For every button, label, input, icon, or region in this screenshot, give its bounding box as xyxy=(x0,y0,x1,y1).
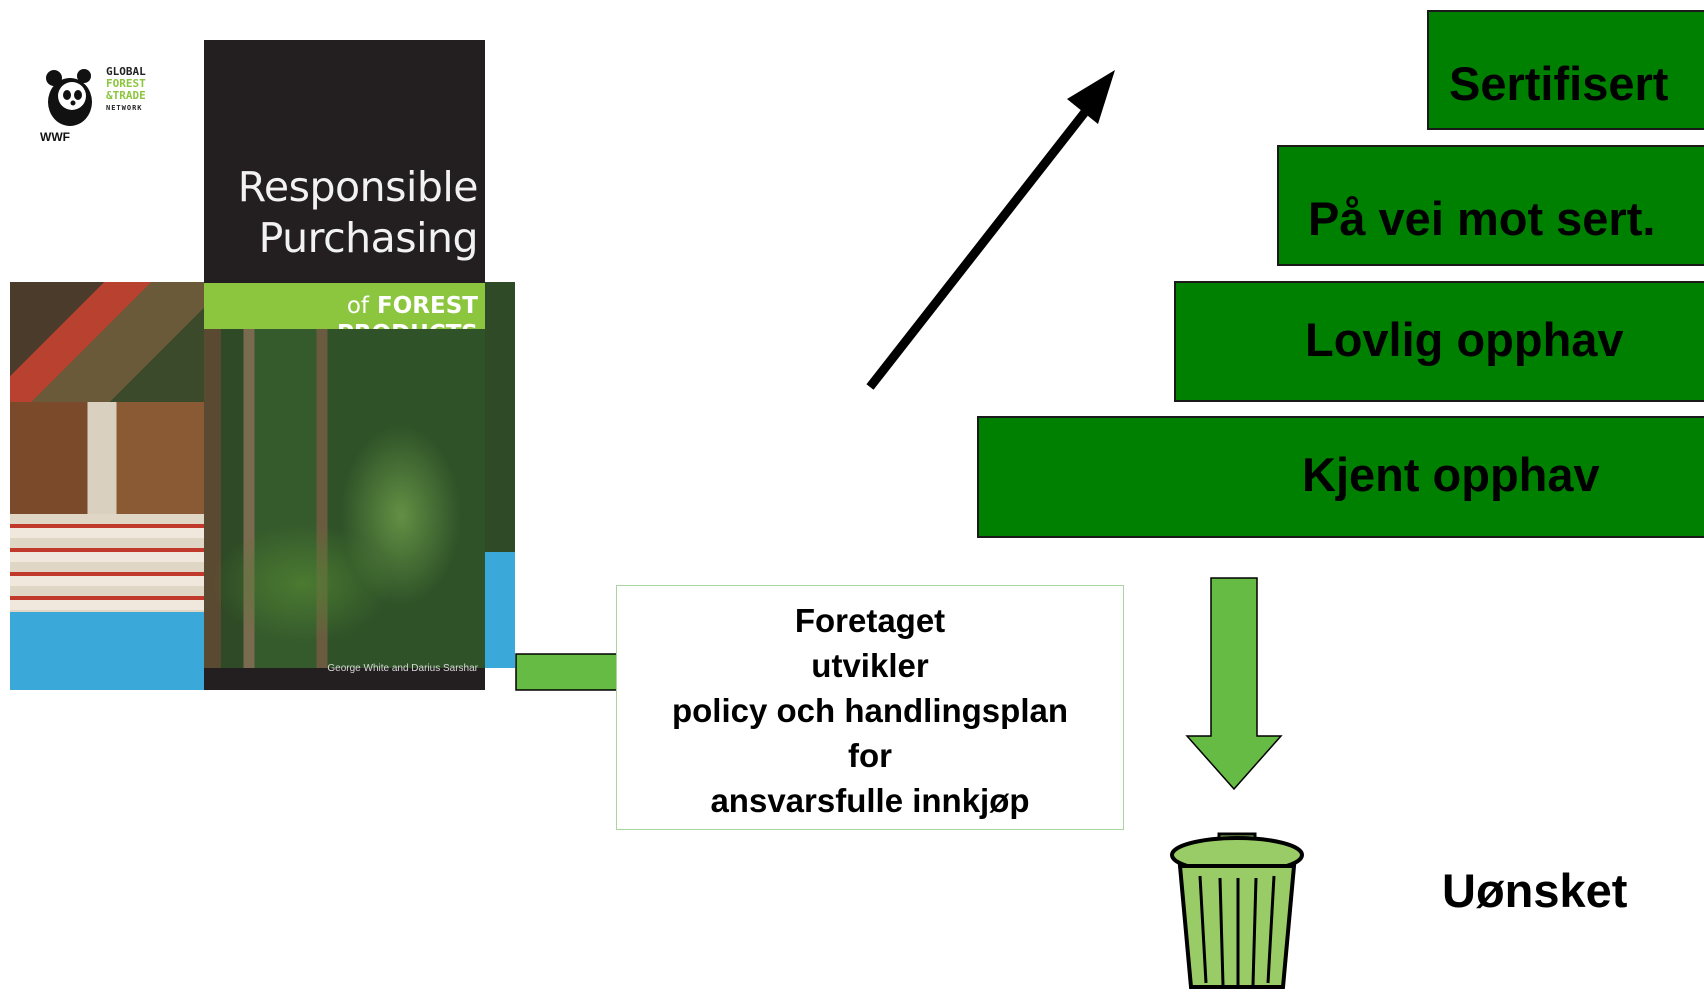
step-label-kjent-opphav: Kjent opphav xyxy=(1302,448,1600,501)
book-title-panel xyxy=(204,40,485,283)
book-title: Responsible Purchasing xyxy=(210,162,479,264)
warehouse-photo xyxy=(10,514,204,612)
logging-photo xyxy=(10,282,204,402)
worker-photo xyxy=(10,402,204,514)
book-title-line2: Purchasing xyxy=(258,214,479,262)
panda-icon xyxy=(46,69,92,126)
logo-line1: GLOBAL xyxy=(106,65,146,78)
ggftn-logo-text: GLOBAL FOREST &TRADE NETWORK xyxy=(106,66,186,114)
policy-text: Foretaget utvikler policy och handlingsp… xyxy=(617,598,1123,823)
step-pa-vei-mot-sert: På vei mot sert. xyxy=(1277,145,1704,266)
logo-line2: FOREST xyxy=(106,77,146,90)
diagonal-arrow-head-icon xyxy=(1067,70,1115,124)
trash-bin-icon xyxy=(1170,832,1304,989)
book-blue-panel xyxy=(10,612,204,690)
step-label-pa-vei-mot-sert: På vei mot sert. xyxy=(1308,192,1656,245)
policy-line5: ansvarsfulle innkjøp xyxy=(710,782,1030,819)
book-cover: Responsible Purchasing of FOREST PRODUCT… xyxy=(10,40,515,690)
logo-line3: &TRADE xyxy=(106,89,146,102)
book-title-line1: Responsible xyxy=(237,163,479,211)
book-subtitle-of: of xyxy=(346,293,370,319)
wwf-logo-text: WWF xyxy=(40,130,70,144)
logo-line4: NETWORK xyxy=(106,104,143,112)
book-logo-area xyxy=(10,40,204,282)
policy-box: Foretaget utvikler policy och handlingsp… xyxy=(616,585,1124,830)
step-sertifisert: Sertifisert xyxy=(1427,10,1704,130)
diagonal-arrow-shaft xyxy=(866,109,1089,390)
step-label-lovlig-opphav: Lovlig opphav xyxy=(1305,313,1624,366)
book-bottom-bar xyxy=(204,668,485,690)
down-arrow-icon xyxy=(1185,577,1283,791)
book-authors: George White and Darius Sarshar xyxy=(327,663,478,674)
uonsket-label: Uønsket xyxy=(1442,864,1628,917)
policy-line3: policy och handlingsplan xyxy=(671,692,1069,729)
step-lovlig-opphav: Lovlig opphav xyxy=(1174,281,1704,402)
policy-line1: Foretaget xyxy=(794,602,946,639)
book-subtitle-band xyxy=(204,283,485,329)
step-label-sertifisert: Sertifisert xyxy=(1449,57,1669,110)
book-edge-strip xyxy=(485,282,515,668)
policy-line2: utvikler xyxy=(811,647,929,684)
step-kjent-opphav: Kjent opphav xyxy=(977,416,1704,538)
forest-photo xyxy=(204,329,485,668)
policy-line4: for xyxy=(848,737,892,774)
